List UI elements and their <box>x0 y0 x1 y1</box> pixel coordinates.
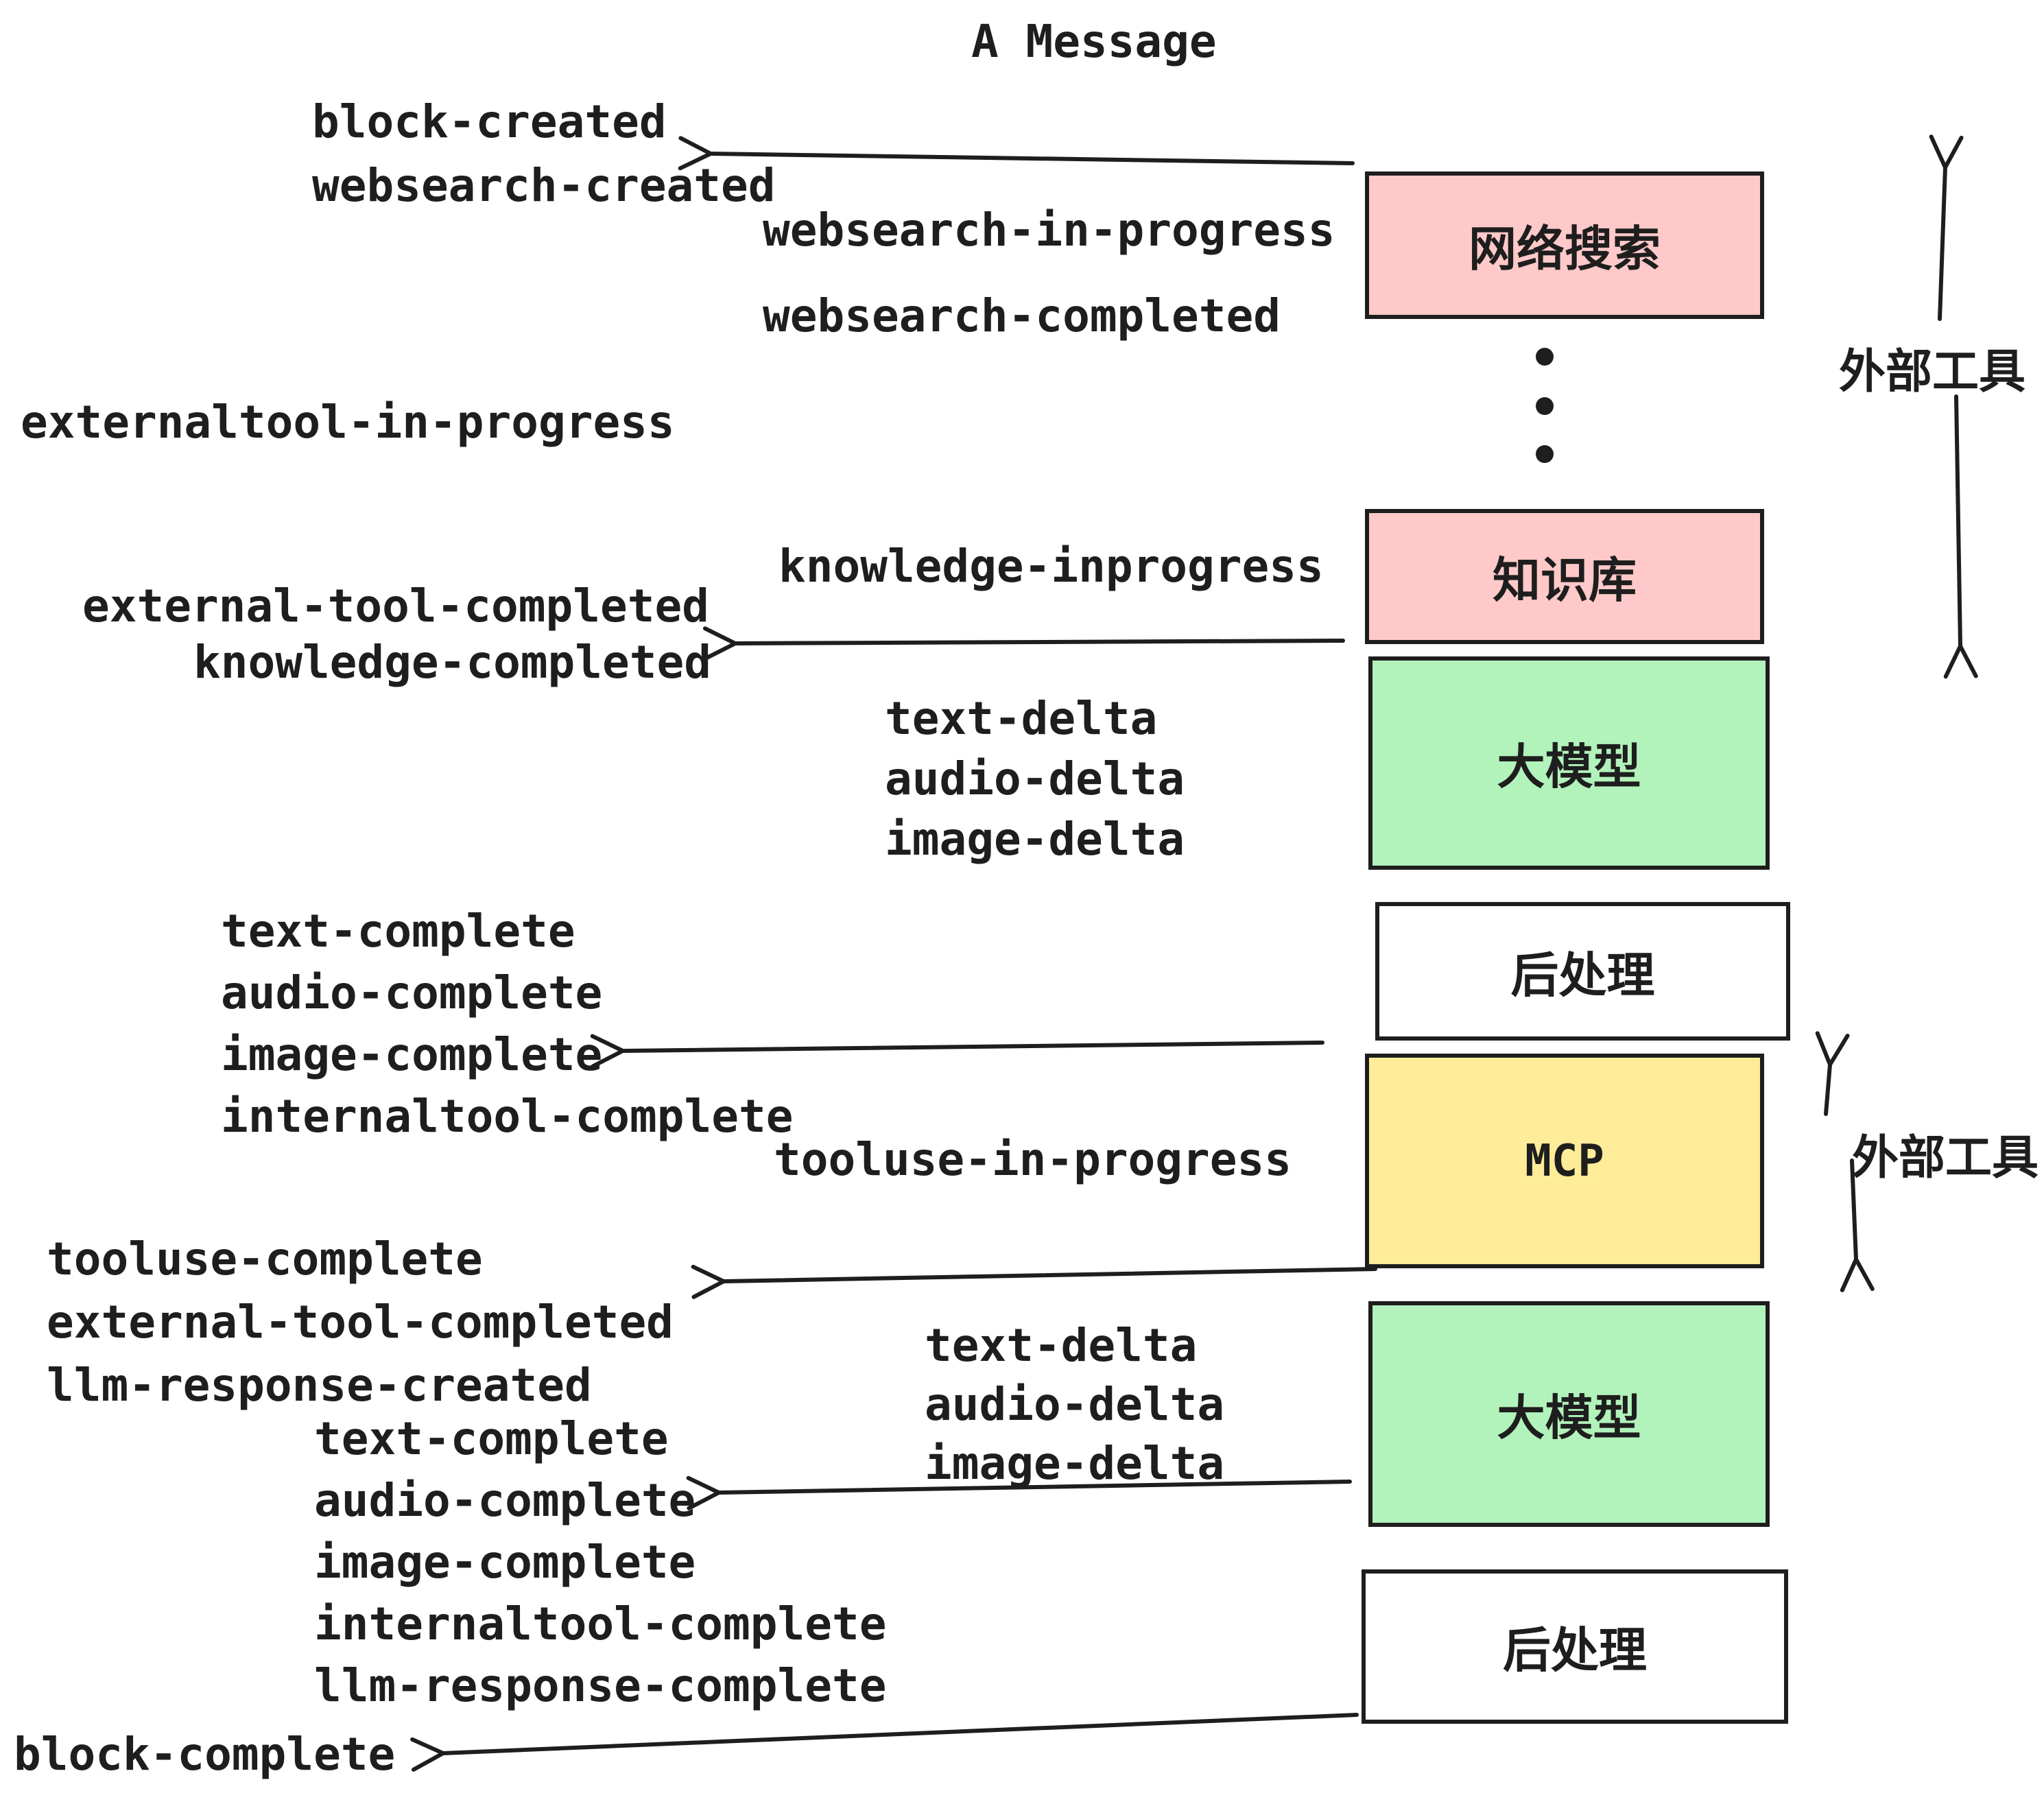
event-websearch-in-progress: websearch-in-progress <box>763 204 1335 257</box>
external-tools-top-down-arrow <box>1943 394 1978 679</box>
event-websearch-created: websearch-created <box>312 159 776 212</box>
box-knowledge: 知识库 <box>1365 509 1764 644</box>
vertical-ellipsis-dots <box>1536 348 1554 463</box>
event-audio-complete: audio-complete <box>221 966 603 1019</box>
event-text-delta: text-delta <box>885 692 1158 745</box>
box-llm-top-label: 大模型 <box>1497 739 1641 795</box>
event-image-complete: image-complete <box>221 1028 603 1081</box>
event-knowledge-inprogress: knowledge-inprogress <box>779 540 1324 593</box>
event-text-complete: text-complete <box>221 905 575 958</box>
event-text-delta-2: text-delta <box>925 1319 1198 1372</box>
arrow-post-to-image-complete <box>590 1034 1324 1069</box>
arrow-post2-to-block-complete <box>410 1713 1359 1772</box>
event-internaltool-complete: internaltool-complete <box>221 1090 794 1143</box>
event-text-complete-2: text-complete <box>314 1412 669 1465</box>
event-llm-response-complete: llm-response-complete <box>314 1659 887 1712</box>
event-tooluse-in-progress: tooluse-in-progress <box>774 1133 1292 1186</box>
event-tooluse-complete: tooluse-complete <box>47 1233 483 1285</box>
event-external-tool-completed: external-tool-completed <box>82 580 709 632</box>
event-external-tool-completed-2: external-tool-completed <box>47 1296 674 1349</box>
external-tools-bottom-up-arrow <box>1815 1031 1850 1116</box>
event-llm-response-created: llm-response-created <box>47 1359 592 1412</box>
event-audio-delta: audio-delta <box>885 752 1185 805</box>
box-websearch: 网络搜索 <box>1365 171 1764 319</box>
external-tools-top-up-arrow <box>1929 134 1964 321</box>
event-block-created: block-created <box>312 95 667 148</box>
event-websearch-completed: websearch-completed <box>763 289 1281 342</box>
event-knowledge-completed: knowledge-completed <box>193 636 711 689</box>
box-knowledge-label: 知识库 <box>1493 552 1637 608</box>
box-post-top: 后处理 <box>1375 902 1790 1041</box>
event-image-complete-2: image-complete <box>314 1536 696 1589</box>
box-websearch-label: 网络搜索 <box>1469 221 1661 277</box>
box-post-bottom: 后处理 <box>1362 1569 1788 1724</box>
arrow-websearch-to-block-created <box>678 136 1355 171</box>
event-internaltool-complete-2: internaltool-complete <box>314 1598 887 1650</box>
arrow-mcp-to-tooluse-complete <box>691 1264 1377 1299</box>
event-image-delta: image-delta <box>885 813 1185 866</box>
box-mcp-label: MCP <box>1525 1135 1604 1187</box>
box-mcp: MCP <box>1365 1054 1764 1268</box>
event-audio-complete-2: audio-complete <box>314 1474 696 1527</box>
page-title: A Message <box>971 15 1217 68</box>
event-externaltool-in-progress: externaltool-in-progress <box>21 396 675 449</box>
box-post-bottom-label: 后处理 <box>1503 1622 1647 1678</box>
arrow-llm-to-knowledge-completed <box>702 626 1345 661</box>
event-image-delta-2: image-delta <box>925 1437 1225 1490</box>
side-label-external-tools-bottom: 外部工具 <box>1852 1131 2039 1185</box>
event-audio-delta-2: audio-delta <box>925 1378 1225 1431</box>
box-post-top-label: 后处理 <box>1510 947 1655 1004</box>
event-block-complete: block-complete <box>14 1728 396 1781</box>
box-llm-bottom: 大模型 <box>1368 1301 1770 1527</box>
box-llm-bottom-label: 大模型 <box>1497 1390 1641 1446</box>
side-label-external-tools-top: 外部工具 <box>1839 345 2026 399</box>
box-llm-top: 大模型 <box>1368 656 1770 870</box>
